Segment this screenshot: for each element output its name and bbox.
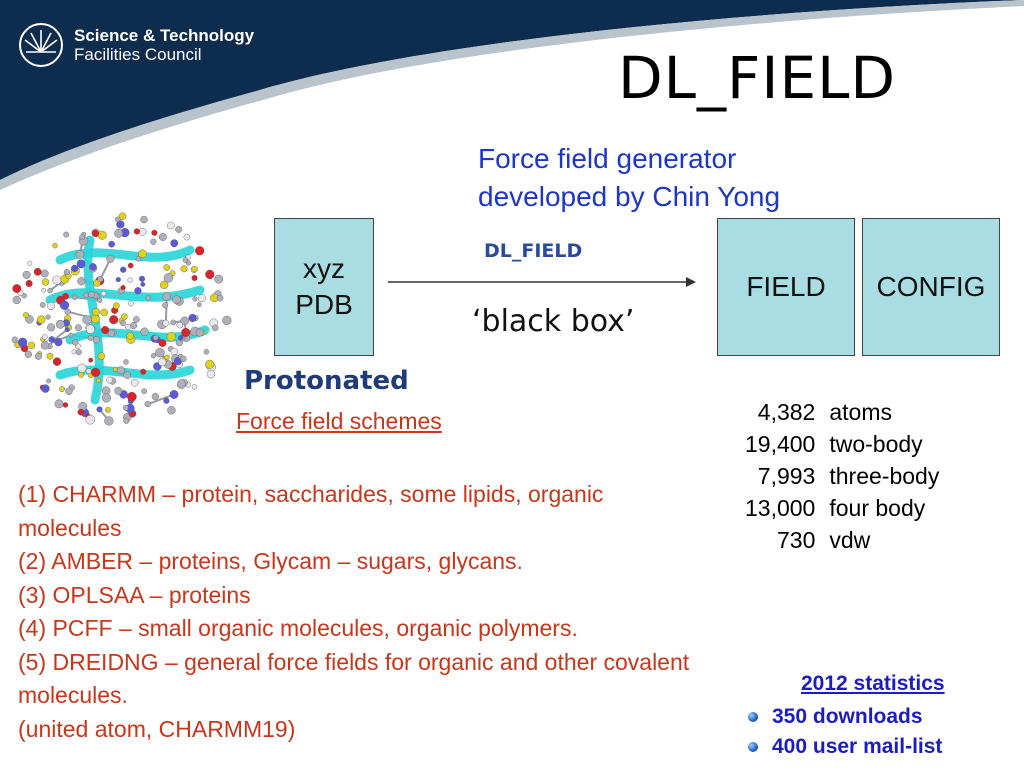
stfc-logo: Science & Technology Facilities Council bbox=[18, 22, 254, 68]
stat-label: vdw bbox=[829, 527, 871, 553]
stats-row: 7,993 three-body bbox=[745, 460, 940, 492]
subtitle-line-1: Force field generator bbox=[478, 143, 737, 174]
schemes-heading: Force field schemes bbox=[236, 408, 442, 434]
logo-text: Science & Technology Facilities Council bbox=[74, 26, 254, 64]
scheme-item: (1) CHARMM – protein, saccharides, some … bbox=[18, 481, 604, 541]
stat-value: 730 bbox=[776, 527, 816, 553]
stat-label: four body bbox=[829, 495, 926, 521]
field-box: FIELD bbox=[717, 218, 855, 356]
input-box-line-1: xyz bbox=[302, 253, 345, 284]
config-box: CONFIG bbox=[862, 218, 1000, 356]
stats-table: 4,382 atoms 19,400 two-body 7,993 three-… bbox=[745, 396, 939, 556]
stat-label: three-body bbox=[829, 463, 940, 489]
stats-row: 13,000 four body bbox=[745, 492, 939, 524]
stat-value: 13,000 bbox=[745, 495, 816, 521]
arrow-label: DL_FIELD bbox=[484, 240, 583, 262]
right-arrow-icon bbox=[388, 277, 696, 287]
protein-molecule-image bbox=[11, 212, 232, 426]
subtitle-line-2: developed by Chin Yong bbox=[478, 181, 781, 212]
stat-label: two-body bbox=[829, 431, 923, 457]
list-item: 350 downloads bbox=[748, 702, 942, 732]
protonated-label: Protonated bbox=[244, 366, 409, 396]
sunburst-logo-icon bbox=[19, 23, 63, 67]
scheme-item: (5) DREIDNG – general force fields for o… bbox=[18, 648, 690, 709]
subtitle: Force field generator developed by Chin … bbox=[478, 140, 780, 216]
bullet-icon bbox=[748, 712, 758, 722]
schemes-list: (1) CHARMM – protein, saccharides, some … bbox=[18, 478, 698, 746]
stat-value: 4,382 bbox=[757, 399, 816, 425]
header-band bbox=[0, 0, 1024, 190]
logo-line-1: Science & Technology bbox=[74, 26, 255, 45]
stat-label: atoms bbox=[829, 399, 892, 425]
stat-value: 19,400 bbox=[745, 431, 816, 457]
scheme-item: (united atom, CHARMM19) bbox=[18, 715, 296, 742]
bullet-icon bbox=[748, 742, 758, 752]
statistics-2012-list: 350 downloads 400 user mail-list bbox=[748, 702, 942, 762]
list-item-text: 350 downloads bbox=[772, 705, 923, 728]
scheme-item: (3) OPLSAA – proteins bbox=[18, 581, 251, 608]
stats-row: 19,400 two-body bbox=[745, 428, 939, 460]
stat-value: 7,993 bbox=[757, 463, 816, 489]
slide-title: DL_FIELD bbox=[618, 44, 897, 112]
logo-line-2: Facilities Council bbox=[74, 45, 202, 64]
black-box-label: ‘black box’ bbox=[472, 304, 635, 339]
list-item-text: 400 user mail-list bbox=[772, 735, 943, 758]
list-item: 400 user mail-list bbox=[748, 732, 942, 762]
scheme-item: (2) AMBER – proteins, Glycam – sugars, g… bbox=[18, 548, 523, 574]
stats-row: 4,382 atoms bbox=[745, 396, 939, 428]
stats-row: 730 vdw bbox=[745, 524, 939, 556]
statistics-2012-link[interactable]: 2012 statistics bbox=[801, 672, 945, 695]
input-box: xyz PDB bbox=[274, 218, 374, 356]
scheme-item: (4) PCFF – small organic molecules, orga… bbox=[18, 615, 578, 641]
input-box-line-2: PDB bbox=[295, 289, 353, 320]
